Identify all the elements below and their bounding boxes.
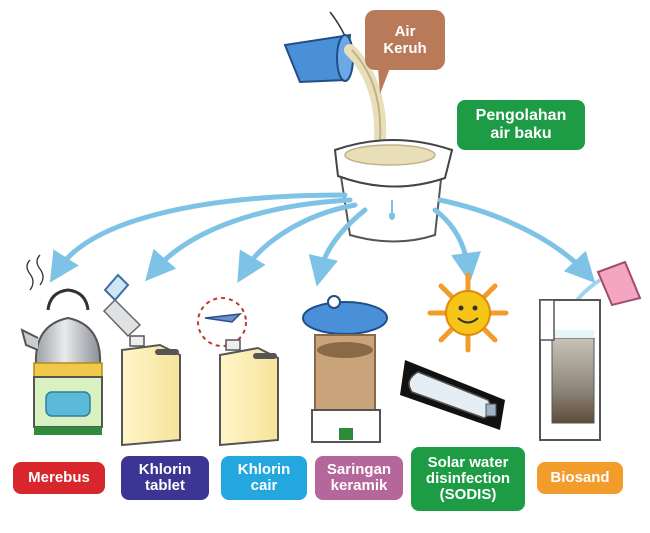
arrow-to-saringan-keramik xyxy=(308,207,368,287)
biosand-filter-icon xyxy=(539,260,642,441)
pouring-bucket-icon xyxy=(283,11,387,146)
method-label-sodis: Solar water disinfection (SODIS) xyxy=(411,447,525,511)
title-line-2: air baku xyxy=(490,125,552,142)
biosand-line-1: Biosand xyxy=(550,469,610,487)
filter-container-icon xyxy=(333,139,454,243)
arrow-to-khlorin-cair xyxy=(237,202,358,283)
khlorin-cair-line-2: cair xyxy=(250,477,278,494)
khlorin-tablet-line-1: Khlorin xyxy=(138,461,192,479)
saringan-keramik-line-2: keramik xyxy=(330,477,388,494)
source-line-1: Air xyxy=(394,22,416,40)
source-water-badge: Air Keruh xyxy=(365,10,445,70)
diagram-title: Pengolahan air baku xyxy=(457,100,585,150)
method-label-khlorin-tablet: Khlorin tablet xyxy=(121,456,209,500)
method-label-merebus: Merebus xyxy=(13,462,105,494)
khlorin-cair-line-1: Khlorin xyxy=(237,461,291,479)
bubble-tail xyxy=(378,68,390,94)
sodis-line-1: Solar water xyxy=(427,454,509,472)
arrow-to-merebus xyxy=(49,192,348,283)
source-line-2: Keruh xyxy=(383,40,427,57)
arrow-to-khlorin-tablet xyxy=(145,197,353,282)
arrow-to-biosand xyxy=(437,197,596,284)
khlorin-cair-jerrycan-icon xyxy=(197,297,279,447)
khlorin-tablet-line-2: tablet xyxy=(144,477,185,494)
sodis-line-3: (SODIS) xyxy=(439,485,497,503)
title-line-1: Pengolahan xyxy=(475,106,567,124)
ceramic-filter-icon xyxy=(302,295,388,443)
merebus-line-1: Merebus xyxy=(28,469,90,487)
method-label-khlorin-cair: Khlorin cair xyxy=(221,456,307,500)
sodis-line-2: disinfection xyxy=(425,470,511,488)
sodis-bottle-icon xyxy=(400,360,505,430)
method-label-biosand: Biosand xyxy=(537,462,623,494)
khlorin-tablet-jerrycan-icon xyxy=(102,273,181,447)
sun-icon xyxy=(427,272,509,353)
arrow-to-sodis xyxy=(432,207,481,283)
kettle-stove-icon xyxy=(20,254,103,435)
saringan-keramik-line-1: Saringan xyxy=(326,461,392,479)
method-label-saringan-keramik: Saringan keramik xyxy=(315,456,403,500)
